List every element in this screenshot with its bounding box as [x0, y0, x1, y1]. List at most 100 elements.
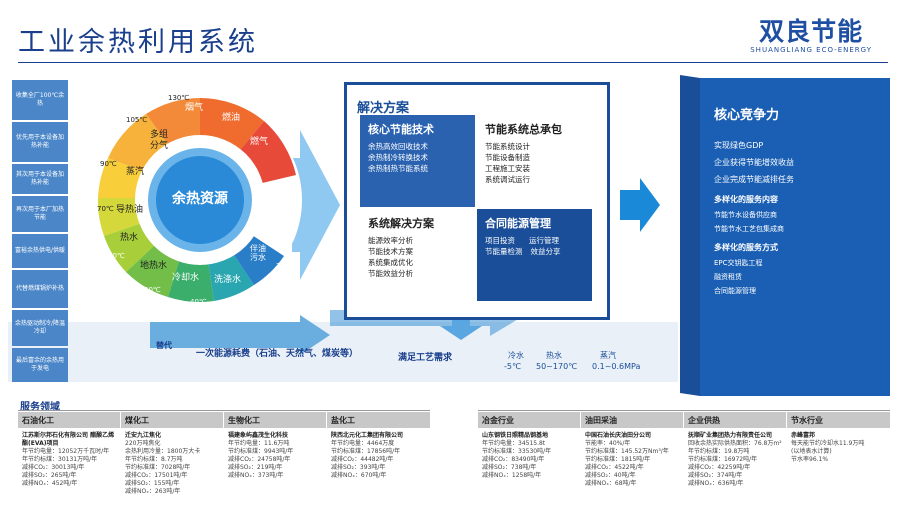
- service-line: 减排NOₓ：636吨/年: [688, 480, 744, 487]
- service-head: 石油化工: [18, 412, 120, 428]
- service-line: 年节约电量：12052万千瓦时/年: [22, 448, 110, 455]
- service-line: 节约标准煤：17856吨/年: [331, 448, 401, 455]
- wheel-temp-label: 60℃: [108, 252, 125, 260]
- system-solution-item: 节能效益分析: [368, 269, 413, 278]
- core-list-item: 合同能源管理: [714, 287, 756, 295]
- logo-text-cn: 双良节能: [759, 17, 864, 46]
- emc-box: 合同能源管理 项目投资 运行管理 节能量检测 效益分享: [477, 209, 592, 301]
- service-line: 减排SO₂：738吨/年: [482, 464, 537, 471]
- core-subtitle: 多样化的服务方式: [714, 243, 778, 252]
- cold-water-value: -5℃: [504, 362, 521, 371]
- service-line: 减排CO₂：42259吨/年: [688, 464, 751, 471]
- service-line: 减排CO₂：17501吨/年: [125, 472, 188, 479]
- core-item: 企业完成节能减排任务: [714, 175, 794, 184]
- service-line: 节约标准煤：145.52万Nm³/年: [585, 448, 669, 455]
- side-item: 富裕余热供电/供暖: [12, 234, 68, 268]
- service-company: 江苏斯尔邦石化有限公司 醋酸乙烯酯(EVA)项目: [22, 432, 115, 447]
- solution-title: 解决方案: [357, 101, 410, 116]
- logo-text-en: SHUANGLIANG ECO-ENERGY: [750, 46, 872, 54]
- wheel-temp-label: 70℃: [97, 205, 114, 213]
- service-line: 年节约标煤：8.7万吨: [125, 456, 183, 463]
- wheel-temp-label: 30℃: [276, 262, 293, 270]
- service-line: 减排CO₂：83490吨/年: [482, 456, 545, 463]
- service-line: 减排CO₂：4522吨/年: [585, 464, 644, 471]
- service-line: 减排NOₓ：373吨/年: [228, 472, 284, 479]
- core-tech-box: 核心节能技术 余热高效回收技术 余热制冷转换技术 余热制热节能系统: [360, 115, 475, 207]
- service-head: 煤化工: [121, 412, 223, 428]
- service-head: 企业供热: [684, 412, 786, 428]
- epc-item: 系统调试运行: [485, 175, 530, 184]
- segment-oily-sewage: [232, 235, 284, 285]
- wheel-temp-label: 140℃: [214, 90, 236, 98]
- side-item: 余热驱动制冷/降温冷却: [12, 310, 68, 346]
- page-title: 工业余热利用系统: [18, 27, 258, 58]
- service-column: 油田采油 中国石油长庆油田分公司 节能率：40%/年 节约标准煤：145.52万…: [581, 412, 683, 510]
- service-line: 年节约电量：4464万度: [331, 440, 395, 447]
- system-solution-title: 系统解决方案: [368, 217, 434, 230]
- services-divider-right: [478, 410, 890, 411]
- service-line: 减排NOₓ：68吨/年: [585, 480, 637, 487]
- service-line: 减排NOₓ：1258吨/年: [482, 472, 542, 479]
- service-line: (以地表水计算): [791, 448, 832, 455]
- epc-item: 节能设备制造: [485, 153, 530, 162]
- service-line: 年节约电量：34515.8t: [482, 440, 546, 447]
- services-title: 服务领域: [20, 402, 60, 413]
- service-line: 减排NOₓ：452吨/年: [22, 480, 78, 487]
- service-line: 每天能节约冷却水11.9万吨: [791, 440, 865, 447]
- steam-label: 蒸汽: [600, 351, 616, 360]
- core-list-item: 融资租赁: [714, 273, 742, 281]
- side-item: 优先用于本设备加热补能: [12, 122, 68, 162]
- epc-box: 节能系统总承包 节能系统设计 节能设备制造 工程施工安装 系统调试运行: [477, 115, 592, 207]
- service-company: 福建象屿鑫茂生化科技: [228, 432, 289, 439]
- segment-steam: [98, 158, 145, 198]
- wheel-segment-label: 燃气: [250, 137, 269, 147]
- system-solution-box: 系统解决方案 能源效率分析 节能技术方案 系统集成优化 节能效益分析: [360, 209, 475, 301]
- service-column: 盐化工 陕西北元化工集团有限公司 年节约电量：4464万度 节约标准煤：1785…: [327, 412, 430, 510]
- service-column: 生物化工 福建象屿鑫茂生化科技 年节约电量：11.6万吨 节约标准煤：9943吨…: [224, 412, 326, 510]
- wheel-segment-label: 冷却水: [172, 273, 200, 283]
- core-subtitle: 多样化的服务内容: [714, 195, 778, 204]
- arrow-to-energy: [150, 315, 330, 355]
- core-list-item: EPC交钥匙工程: [714, 259, 763, 267]
- segment-flue-gas: [146, 98, 200, 147]
- side-item: 最后富余的余热用于发电: [12, 348, 68, 382]
- service-line: 节约标准煤：9943吨/年: [228, 448, 294, 455]
- steam-value: 0.1~0.6MPa: [592, 362, 641, 371]
- service-column: 石油化工 江苏斯尔邦石化有限公司 醋酸乙烯酯(EVA)项目 年节约电量：1205…: [18, 412, 120, 510]
- flow-band: [8, 322, 678, 382]
- arrow-wheel-to-solution: [292, 130, 340, 280]
- primary-energy-label: 一次能源耗费（石油、天然气、煤炭等）: [196, 349, 359, 359]
- brand-logo: 双良节能 SHUANGLIANG ECO-ENERGY: [750, 17, 872, 55]
- title-divider: [18, 62, 888, 63]
- segment-geothermal: [126, 244, 180, 297]
- arrow-down-solution: [440, 318, 482, 340]
- service-line: 节约标准煤：16972吨/年: [688, 456, 758, 463]
- arrow-solution-to-core: [620, 178, 660, 232]
- system-solution-item: 系统集成优化: [368, 258, 413, 267]
- segment-wash-water: [208, 252, 254, 301]
- service-company: 抚顺矿业集团热力有限责任公司: [688, 432, 773, 439]
- service-head: 冶金行业: [478, 412, 580, 428]
- services-table-right: 冶金行业 山东钢铁日照精品钢基地 年节约电量：34515.8t 节约标准煤：33…: [478, 412, 890, 510]
- service-company: 中国石油长庆油田分公司: [585, 432, 652, 439]
- service-line: 减排SO₂：219吨/年: [228, 464, 283, 471]
- service-column: 煤化工 迁安九江焦化 220万吨焦化 余热利用冷量：1800万大卡 年节约标煤：…: [121, 412, 223, 510]
- service-line: 减排NOₓ：263吨/年: [125, 488, 181, 495]
- service-line: 减排SO₂：40吨/年: [585, 472, 636, 479]
- wheel-segment-label: 地热水: [140, 261, 168, 271]
- service-line: 节约标准煤：7028吨/年: [125, 464, 191, 471]
- core-item: 企业获得节能增效收益: [714, 158, 794, 167]
- service-line: 减排SO₂：265吨/年: [22, 472, 77, 479]
- wheel-temp-label: 40℃: [190, 298, 207, 306]
- segment-heat-oil: [97, 198, 142, 236]
- epc-item: 工程施工安装: [485, 164, 530, 173]
- service-line: 减排CO₂：44482吨/年: [331, 456, 394, 463]
- solution-panel: 解决方案 核心节能技术 余热高效回收技术 余热制冷转换技术 余热制热节能系统 节…: [344, 82, 610, 320]
- service-company: 赤峰富邦: [791, 432, 816, 439]
- side-item: 其次用于本设备加热补能: [12, 164, 68, 194]
- wheel-segment-label: 导热油: [116, 205, 144, 215]
- wheel-segment-label: 洗涤水: [214, 275, 242, 285]
- service-column: 冶金行业 山东钢铁日照精品钢基地 年节约电量：34515.8t 节约标准煤：33…: [478, 412, 580, 510]
